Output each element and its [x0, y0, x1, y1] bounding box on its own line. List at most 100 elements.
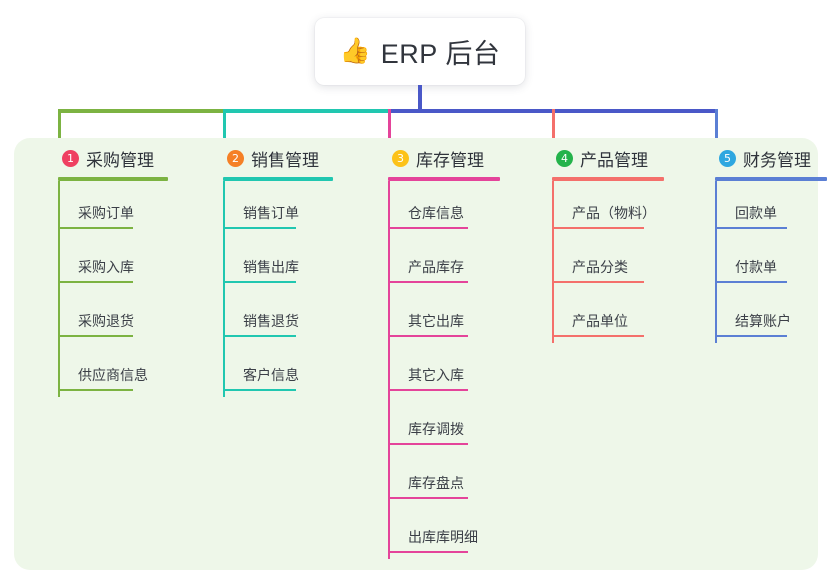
branch-item-label: 库存盘点: [408, 475, 464, 491]
branch-column-4: 4 产品管理产品（物料） 产品分类产品单位: [534, 146, 664, 343]
branch-item-label: 产品库存: [408, 259, 464, 275]
branch-header-4[interactable]: 4 产品管理: [534, 146, 648, 170]
branch-header-3[interactable]: 3 库存管理: [370, 146, 484, 170]
branch-item-rule: [223, 389, 296, 391]
root-node-content: 👍 ERP 后台: [340, 32, 501, 71]
branch-spine: [388, 181, 390, 559]
branch-column-2: 2 销售管理销售订单销售出库销售退货客户信息: [205, 146, 333, 397]
branch-item-label: 付款单: [735, 259, 777, 275]
branch-item[interactable]: 销售退货: [223, 289, 306, 343]
branch-header-1[interactable]: 1 采购管理: [40, 146, 154, 170]
branch-item-rule: [58, 389, 133, 391]
branch-item[interactable]: 结算账户: [715, 289, 797, 343]
branch-item-rule: [223, 227, 296, 229]
branch-item-label: 销售退货: [243, 313, 299, 329]
branch-item-rule: [58, 227, 133, 229]
branch-item[interactable]: 其它出库: [388, 289, 478, 343]
branch-item-label: 其它出库: [408, 313, 464, 329]
branch-item-rule: [715, 227, 787, 229]
branch-item-label: 客户信息: [243, 367, 299, 383]
branch-spine: [552, 181, 554, 343]
branch-item[interactable]: 供应商信息: [58, 343, 148, 397]
branch-spine: [223, 181, 225, 397]
branch-title: 销售管理: [251, 150, 319, 170]
branch-item[interactable]: 产品单位: [552, 289, 654, 343]
branch-item-rule: [552, 281, 644, 283]
trunk-vertical-connector: [418, 85, 422, 113]
branch-item-rule: [223, 281, 296, 283]
branch-number-badge: 3: [392, 149, 409, 167]
branch-item[interactable]: 产品分类: [552, 235, 654, 289]
branch-item-label: 采购退货: [78, 313, 134, 329]
branch-item-rule: [388, 335, 468, 337]
branch-item-rule: [715, 281, 787, 283]
branch-item-rule: [388, 497, 468, 499]
branch-drop-5: [715, 109, 718, 146]
branch-number-badge: 1: [62, 149, 79, 167]
branch-header-rule: [715, 177, 827, 181]
branch-item-rule: [58, 335, 133, 337]
branch-item[interactable]: 采购入库: [58, 235, 143, 289]
thumbs-up-icon: 👍: [339, 37, 371, 65]
branch-drop-1: [58, 109, 61, 146]
branch-item[interactable]: 库存调拨: [388, 397, 478, 451]
branch-item-rule: [552, 335, 644, 337]
branch-header-rule: [552, 177, 664, 181]
branch-item[interactable]: 产品库存: [388, 235, 478, 289]
branch-item-label: 供应商信息: [78, 367, 148, 383]
branch-item[interactable]: 产品（物料）: [552, 181, 656, 235]
branch-item-rule: [715, 335, 787, 337]
branch-spine: [715, 181, 717, 343]
branch-item-label: 采购订单: [78, 205, 134, 221]
branch-item-label: 产品分类: [572, 259, 628, 275]
branch-item-label: 库存调拨: [408, 421, 464, 437]
branch-item-label: 其它入库: [408, 367, 464, 383]
branch-title: 采购管理: [86, 150, 154, 170]
branch-item-rule: [388, 443, 468, 445]
branch-column-1: 1 采购管理采购订单采购入库采购退货供应商信息: [40, 146, 168, 397]
branch-item[interactable]: 库存盘点: [388, 451, 478, 505]
branch-number-badge: 4: [556, 149, 573, 167]
page-title: ERP 后台: [380, 39, 501, 69]
branch-item-label: 出库库明细: [408, 529, 478, 545]
branch-item[interactable]: 付款单: [715, 235, 797, 289]
branch-title: 库存管理: [416, 150, 484, 170]
branch-item[interactable]: 客户信息: [223, 343, 306, 397]
branch-item-rule: [388, 389, 468, 391]
branch-item[interactable]: 回款单: [715, 181, 797, 235]
branch-item[interactable]: 仓库信息: [388, 181, 478, 235]
branch-item-rule: [223, 335, 296, 337]
branch-header-2[interactable]: 2 销售管理: [205, 146, 319, 170]
branch-item-rule: [388, 551, 468, 553]
branch-drop-2: [223, 109, 226, 146]
branch-spine: [58, 181, 60, 397]
branch-item-label: 结算账户: [735, 313, 791, 329]
branch-item-rule: [552, 227, 644, 229]
root-node[interactable]: 👍 ERP 后台: [315, 18, 525, 85]
branch-header-rule: [58, 177, 168, 181]
branch-item-label: 回款单: [735, 205, 777, 221]
branch-item[interactable]: 采购退货: [58, 289, 143, 343]
branch-item-label: 仓库信息: [408, 205, 464, 221]
branch-drop-3: [388, 109, 391, 146]
branch-number-badge: 2: [227, 149, 244, 167]
branch-item-rule: [388, 281, 468, 283]
bus-segment-1: [58, 109, 223, 113]
branch-item[interactable]: 采购订单: [58, 181, 143, 235]
branch-item[interactable]: 其它入库: [388, 343, 478, 397]
branch-item-label: 采购入库: [78, 259, 134, 275]
branch-item[interactable]: 销售出库: [223, 235, 306, 289]
branch-item-label: 销售订单: [243, 205, 299, 221]
branch-number-badge: 5: [719, 149, 736, 167]
branch-header-rule: [388, 177, 500, 181]
branch-item-rule: [388, 227, 468, 229]
branch-item[interactable]: 出库库明细: [388, 505, 478, 559]
branch-title: 产品管理: [580, 150, 648, 170]
branch-drop-4: [552, 109, 555, 146]
branch-column-3: 3 库存管理仓库信息产品库存其它出库其它入库库存调拨库存盘点出库库明细: [370, 146, 500, 559]
branch-item[interactable]: 销售订单: [223, 181, 306, 235]
bus-segment-2: [223, 109, 388, 113]
